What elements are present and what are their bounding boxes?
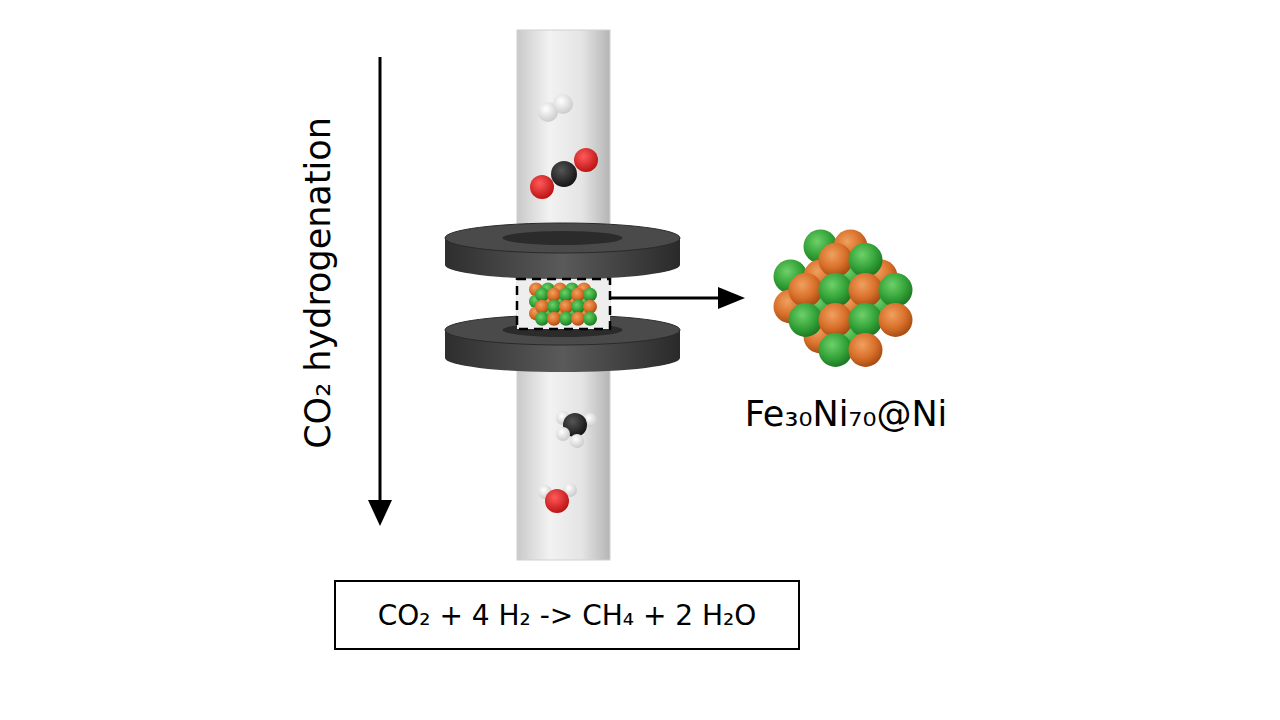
atom-sphere (789, 303, 823, 337)
atom-sphere (819, 303, 853, 337)
atom-sphere (819, 273, 853, 307)
atom-sphere (535, 300, 549, 314)
catalyst-label: Fe₃₀Ni₇₀@Ni (745, 394, 948, 434)
atom-sphere (879, 303, 913, 337)
atom-sphere (547, 312, 561, 326)
atom-sphere (547, 288, 561, 302)
atom-sphere (535, 312, 549, 326)
atom-sphere (583, 288, 597, 302)
atom-sphere (789, 273, 823, 307)
atom-sphere (583, 312, 597, 326)
atom-sphere (849, 243, 883, 277)
equation-text: CO₂ + 4 H₂ -> CH₄ + 2 H₂O (378, 599, 757, 632)
equation-box: CO₂ + 4 H₂ -> CH₄ + 2 H₂O (334, 580, 800, 650)
atom-sphere (571, 288, 585, 302)
atom-sphere (559, 288, 573, 302)
atom-sphere (879, 273, 913, 307)
atom-sphere (535, 288, 549, 302)
atom-sphere (571, 312, 585, 326)
atom-sphere (559, 300, 573, 314)
atom-sphere (547, 300, 561, 314)
atom-sphere (849, 333, 883, 367)
atom-sphere (571, 300, 585, 314)
atom-sphere (819, 243, 853, 277)
process-label: CO₂ hydrogenation (298, 117, 338, 449)
atom-sphere (849, 303, 883, 337)
atom-sphere (583, 300, 597, 314)
atom-sphere (819, 333, 853, 367)
atom-sphere (559, 312, 573, 326)
atom-sphere (849, 273, 883, 307)
